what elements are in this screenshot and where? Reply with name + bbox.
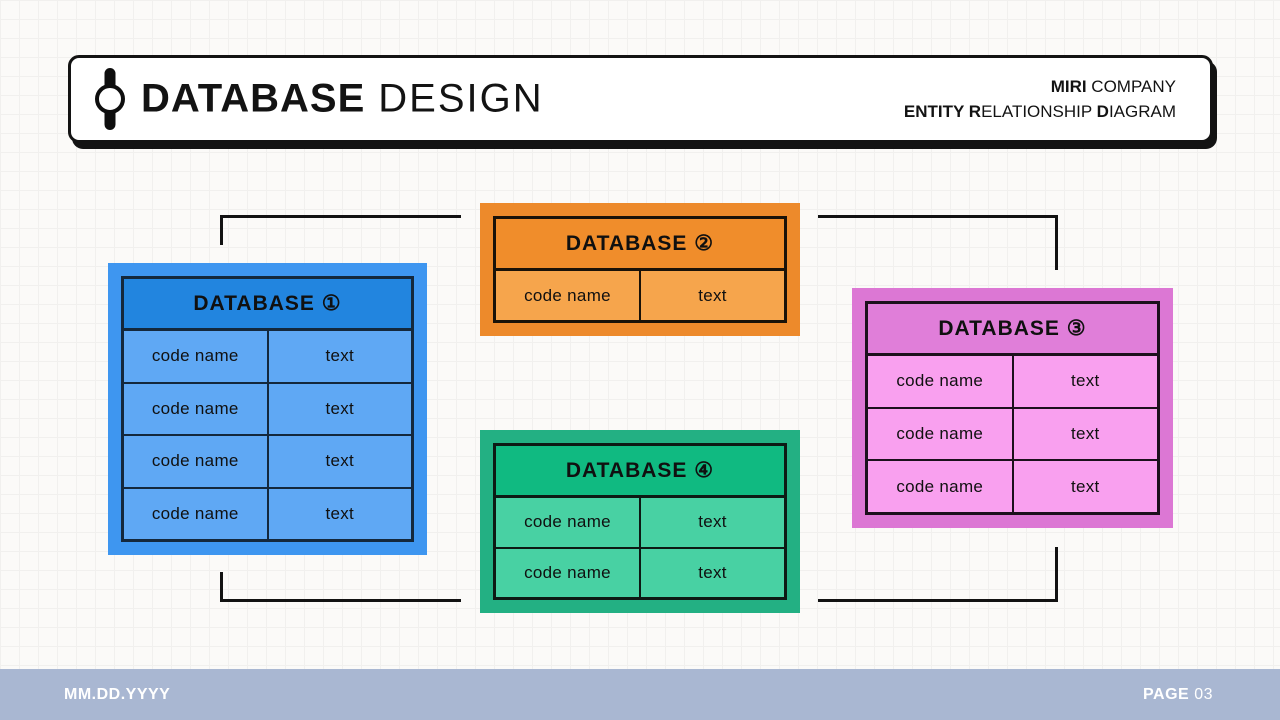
slide-subtitle: ENTITY RELATIONSHIP DIAGRAM	[904, 99, 1176, 124]
table-cell: text	[1011, 408, 1158, 460]
table-cell: code name	[151, 451, 239, 471]
table-cell: text	[639, 271, 784, 320]
table-cell: code name	[896, 476, 984, 496]
table-title: DATABASE ①	[124, 279, 411, 331]
table-body: code name text	[496, 271, 784, 320]
page-indicator-number: 03	[1194, 685, 1213, 703]
table-row: code name text	[124, 381, 412, 434]
connector-db2-db3-elbow	[1055, 215, 1058, 270]
text-segment: IAGRAM	[1108, 102, 1176, 121]
table-cell: text	[1011, 461, 1158, 513]
text-segment: MIRI	[1050, 77, 1087, 96]
table-cell: code name	[524, 512, 611, 532]
table-row: code name text	[868, 406, 1158, 460]
entity-table-database-2: DATABASE ② code name text	[480, 203, 800, 336]
table-title: DATABASE ②	[496, 219, 784, 271]
header-card: DATABASE DESIGN MIRI COMPANY ENTITY RELA…	[68, 55, 1213, 143]
table-cell: code name	[151, 398, 239, 418]
table-body: code name text code name text	[496, 498, 784, 597]
table-row: code name text	[124, 331, 411, 382]
table-cell: text	[1011, 356, 1158, 407]
table-cell: code name	[896, 424, 984, 443]
entity-table-database-4: DATABASE ④ code name text code name text	[480, 430, 800, 613]
table-cell: text	[266, 383, 412, 434]
text-segment: COMPANY	[1086, 77, 1176, 96]
connector-db1-db2-elbow	[220, 215, 223, 245]
commit-node-icon-circle	[95, 84, 125, 114]
table-cell: text	[266, 436, 412, 487]
table-cell: text	[639, 498, 784, 547]
commit-node-icon	[95, 68, 125, 130]
table-cell: code name	[151, 503, 239, 523]
connector-db4-db3-elbow	[1055, 547, 1058, 602]
table-row: code name text	[868, 356, 1157, 407]
page-title: DATABASE DESIGN	[141, 77, 544, 122]
table-title: DATABASE ④	[496, 446, 784, 498]
table-row: code name text	[496, 271, 784, 320]
connector-db1-db4	[220, 599, 461, 602]
table-title: DATABASE ③	[868, 304, 1157, 356]
page-indicator-label: PAGE	[1143, 685, 1190, 703]
table-cell: text	[266, 331, 412, 382]
table-cell: text	[639, 548, 784, 597]
page-title-primary: DATABASE	[141, 76, 366, 121]
table-cell: text	[266, 488, 412, 539]
company-name: MIRI COMPANY	[904, 74, 1176, 99]
text-segment: ENTITY	[903, 102, 969, 121]
table-cell: code name	[151, 346, 239, 366]
table-cell: code name	[524, 285, 611, 305]
table-body: code name text code name text code name text	[868, 356, 1158, 513]
connector-db1-db2	[220, 215, 461, 218]
text-segment: ELATIONSHIP	[981, 102, 1097, 121]
connector-db2-db3	[818, 215, 1058, 218]
table-cell: code name	[896, 371, 984, 391]
table-row: code name text	[124, 434, 411, 487]
text-segment: R	[968, 102, 982, 121]
connector-db4-db3	[818, 599, 1058, 602]
date-label: MM.DD.YYYY	[64, 685, 171, 703]
connector-db1-db4-elbow	[220, 572, 223, 602]
table-row: code name text	[868, 459, 1158, 513]
text-segment: D	[1096, 102, 1109, 121]
page-title-secondary: DESIGN	[378, 76, 544, 121]
table-row: code name text	[496, 498, 784, 547]
table-row: code name text	[496, 546, 784, 597]
header-meta: MIRI COMPANY ENTITY RELATIONSHIP DIAGRAM	[904, 74, 1176, 124]
table-cell: code name	[524, 562, 611, 582]
table-row: code name text	[124, 486, 412, 539]
